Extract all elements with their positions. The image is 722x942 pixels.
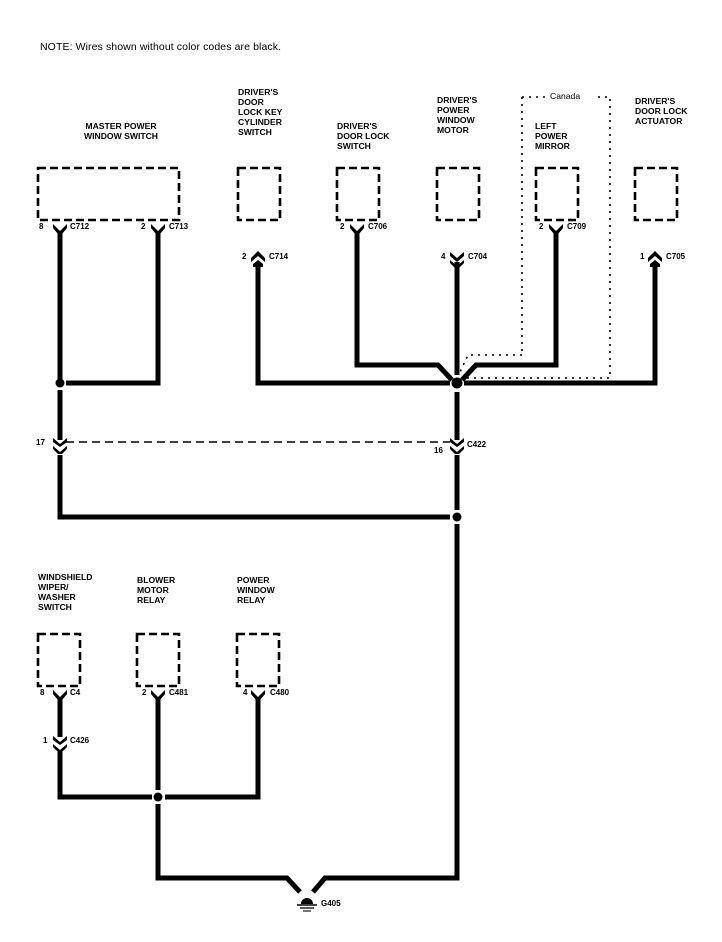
label-key-cylinder-switch: DRIVER'S DOOR LOCK KEY CYLINDER SWITCH [238, 87, 283, 137]
connector-symbol-c712 [53, 224, 67, 234]
pin-c4: 8 [40, 688, 45, 697]
connector-c709: C709 [567, 222, 587, 231]
connector-c422: C422 [467, 440, 487, 449]
splice-main [451, 377, 463, 389]
connector-c426: C426 [70, 736, 90, 745]
wire-to-ground-left [155, 804, 302, 894]
label-power-window-relay: POWER WINDOW RELAY [237, 575, 275, 605]
wire-c714 [255, 262, 450, 386]
splice-left-upper [55, 378, 65, 388]
splice-right-lower [452, 512, 462, 522]
connector-c480: C480 [270, 688, 290, 697]
wire-left-trunk-lower [57, 455, 450, 520]
connector-symbol-c481 [151, 690, 165, 700]
wire-c709 [460, 232, 559, 382]
connector-c481: C481 [169, 688, 189, 697]
pin-c706: 2 [340, 222, 345, 231]
connector-symbol-c704 [450, 252, 464, 268]
pin-c481: 2 [142, 688, 147, 697]
connector-symbol-c709 [549, 224, 563, 234]
wire-c426-down [57, 752, 152, 800]
door-lock-switch-box [335, 166, 381, 222]
wiring-note: NOTE: Wires shown without color codes ar… [40, 41, 282, 53]
ground-icon [297, 898, 317, 912]
connector-c704: C704 [468, 252, 488, 261]
connector-c705: C705 [666, 252, 686, 261]
splice-relay-junction [153, 792, 163, 802]
blower-motor-relay-box [135, 632, 181, 688]
connector-c714: C714 [269, 252, 289, 261]
pin-c426: 1 [43, 736, 48, 745]
wire-to-ground-right [311, 524, 460, 894]
door-lock-actuator-box [633, 166, 679, 222]
region-label-canada: Canada [548, 91, 583, 101]
connector-symbol-c714 [251, 251, 265, 267]
pin-c480: 4 [243, 688, 248, 697]
power-window-relay-box [235, 632, 281, 688]
connector-c706: C706 [368, 222, 388, 231]
connector-c713: C713 [169, 222, 189, 231]
label-wiper-washer-switch: WINDSHIELD WIPER/ WASHER SWITCH [38, 572, 93, 612]
connector-symbol-c422-left [53, 438, 67, 454]
connector-symbol-c426 [53, 736, 67, 752]
ground-g405-label: G405 [321, 899, 341, 908]
connector-symbol-c480 [251, 690, 265, 700]
pin-c422-left: 17 [36, 438, 45, 447]
wiper-washer-switch-box [36, 632, 82, 688]
pin-c714: 2 [242, 252, 247, 261]
label-blower-motor-relay: BLOWER MOTOR RELAY [137, 575, 176, 605]
pin-c709: 2 [539, 222, 544, 231]
power-window-motor-box [435, 166, 481, 222]
connector-c712: C712 [70, 222, 90, 231]
key-cylinder-switch-box [236, 166, 282, 222]
pin-c704: 4 [441, 252, 446, 261]
label-master-power-window-switch: MASTER POWER WINDOW SWITCH [84, 121, 158, 141]
connector-symbol-c713 [151, 224, 165, 234]
pin-c712: 8 [39, 222, 44, 231]
connector-c4: C4 [70, 688, 81, 697]
pin-c422-right: 16 [434, 446, 443, 455]
master-power-window-switch-box [36, 166, 181, 222]
label-door-lock-switch: DRIVER'S DOOR LOCK SWITCH [337, 121, 390, 151]
wire-c713 [66, 232, 161, 386]
wire-c705 [464, 262, 658, 386]
connector-symbol-c422-right [450, 438, 464, 454]
connector-symbol-c706 [350, 224, 364, 234]
pin-c705: 1 [640, 252, 645, 261]
wire-c706 [354, 232, 454, 382]
wire-c480 [165, 698, 261, 800]
label-door-lock-actuator: DRIVER'S DOOR LOCK ACTUATOR [635, 96, 688, 126]
canada-region-border [465, 96, 611, 379]
connector-symbol-c4 [53, 690, 67, 700]
left-power-mirror-box [534, 166, 580, 222]
pin-c713: 2 [141, 222, 146, 231]
label-left-power-mirror: LEFT POWER MIRROR [535, 121, 570, 151]
label-power-window-motor: DRIVER'S POWER WINDOW MOTOR [437, 95, 478, 135]
connector-symbol-c705 [648, 251, 662, 267]
